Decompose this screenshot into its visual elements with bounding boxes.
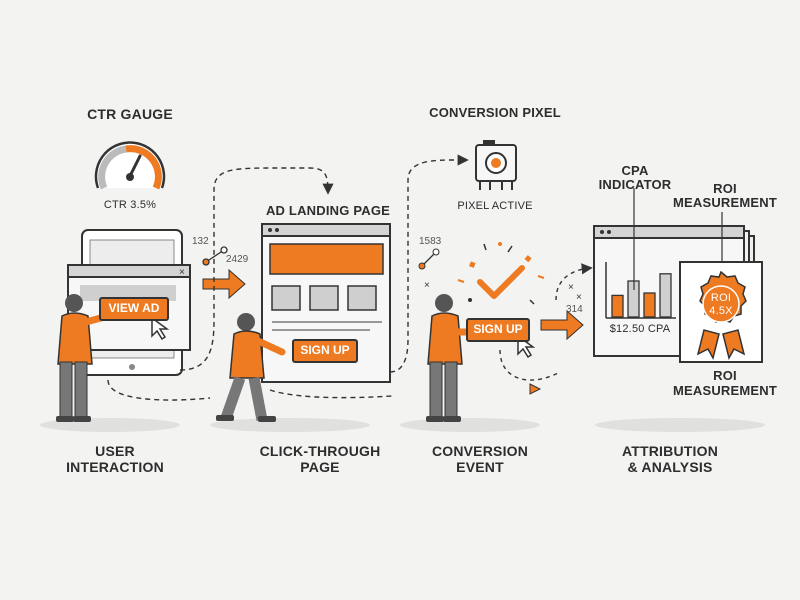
dashed-flow-path <box>107 379 211 401</box>
stage-user-interaction-line2: INTERACTION <box>66 459 164 475</box>
dashed-flow-path <box>269 389 393 399</box>
visitor-figure <box>216 313 286 422</box>
user-figure <box>56 294 112 422</box>
floor-shadow <box>400 418 540 432</box>
metric-number: 132 <box>192 236 209 247</box>
cursor-icon <box>151 316 170 341</box>
stage-conversion-line2: EVENT <box>456 459 504 475</box>
cpa-bar <box>611 294 624 318</box>
view-ad-button[interactable]: VIEW AD <box>99 297 169 321</box>
roi-bottom-line1: ROI <box>713 368 737 383</box>
pixel-status: PIXEL ACTIVE <box>457 200 533 212</box>
cpa-indicator-title-line1: CPA <box>621 163 649 178</box>
dashed-flow-path <box>499 349 561 381</box>
metric-number: 314 <box>566 304 583 315</box>
cpa-bar <box>643 292 656 318</box>
roi-badge-value: 4.5x <box>709 305 733 317</box>
customer-figure <box>426 294 478 422</box>
event-path-nodes: × <box>418 248 440 291</box>
stage-attribution-line1: ATTRIBUTION <box>621 443 719 459</box>
roi-badge-label: ROI <box>710 292 732 304</box>
landing-page-title: AD LANDING PAGE <box>265 203 391 218</box>
floor-shadow <box>595 418 765 432</box>
roi-bottom-line2: MEASUREMENT <box>672 383 778 398</box>
roi-title-line1: ROI <box>713 181 737 196</box>
floor-shadow <box>210 418 370 432</box>
ctr-gauge-title: CTR GAUGE <box>87 106 173 122</box>
svg-text:×: × <box>568 282 574 293</box>
stage-conversion-line1: CONVERSION <box>431 443 529 459</box>
metric-number: 1583 <box>419 236 442 247</box>
svg-text:×: × <box>424 280 430 291</box>
cpa-value: $12.50 CPA <box>609 323 671 335</box>
dashed-flow-path <box>555 263 593 301</box>
metric-number: 2429 <box>226 254 249 265</box>
stage-attribution-line2: & ANALYSIS <box>627 459 713 475</box>
confetti-decoration <box>457 242 545 305</box>
roi-card <box>679 261 763 363</box>
dashed-flow-path <box>389 154 469 373</box>
svg-text:×: × <box>576 292 582 303</box>
ctr-value: CTR 3.5% <box>103 199 157 211</box>
conversion-pixel-title: CONVERSION PIXEL <box>429 105 561 120</box>
stage-click-through-line1: CLICK-THROUGH <box>259 443 381 459</box>
flow-arrow <box>202 268 246 300</box>
roi-title-line2: MEASUREMENT <box>672 195 778 210</box>
click-path-nodes <box>202 246 228 266</box>
conversion-pixel-icon <box>475 140 517 190</box>
stage-click-through-line2: PAGE <box>300 459 340 475</box>
svg-text:×: × <box>179 267 185 278</box>
cpa-bar <box>659 273 672 318</box>
ctr-gauge-icon <box>94 141 166 190</box>
flow-arrow <box>540 309 584 341</box>
play-marker-icon <box>529 383 542 395</box>
cpa-indicator-title-line2: INDICATOR <box>598 177 672 192</box>
stage-user-interaction-line1: USER <box>95 443 135 459</box>
conversion-signup-button[interactable]: SIGN UP <box>466 318 530 342</box>
landing-signup-button[interactable]: SIGN UP <box>292 339 358 363</box>
